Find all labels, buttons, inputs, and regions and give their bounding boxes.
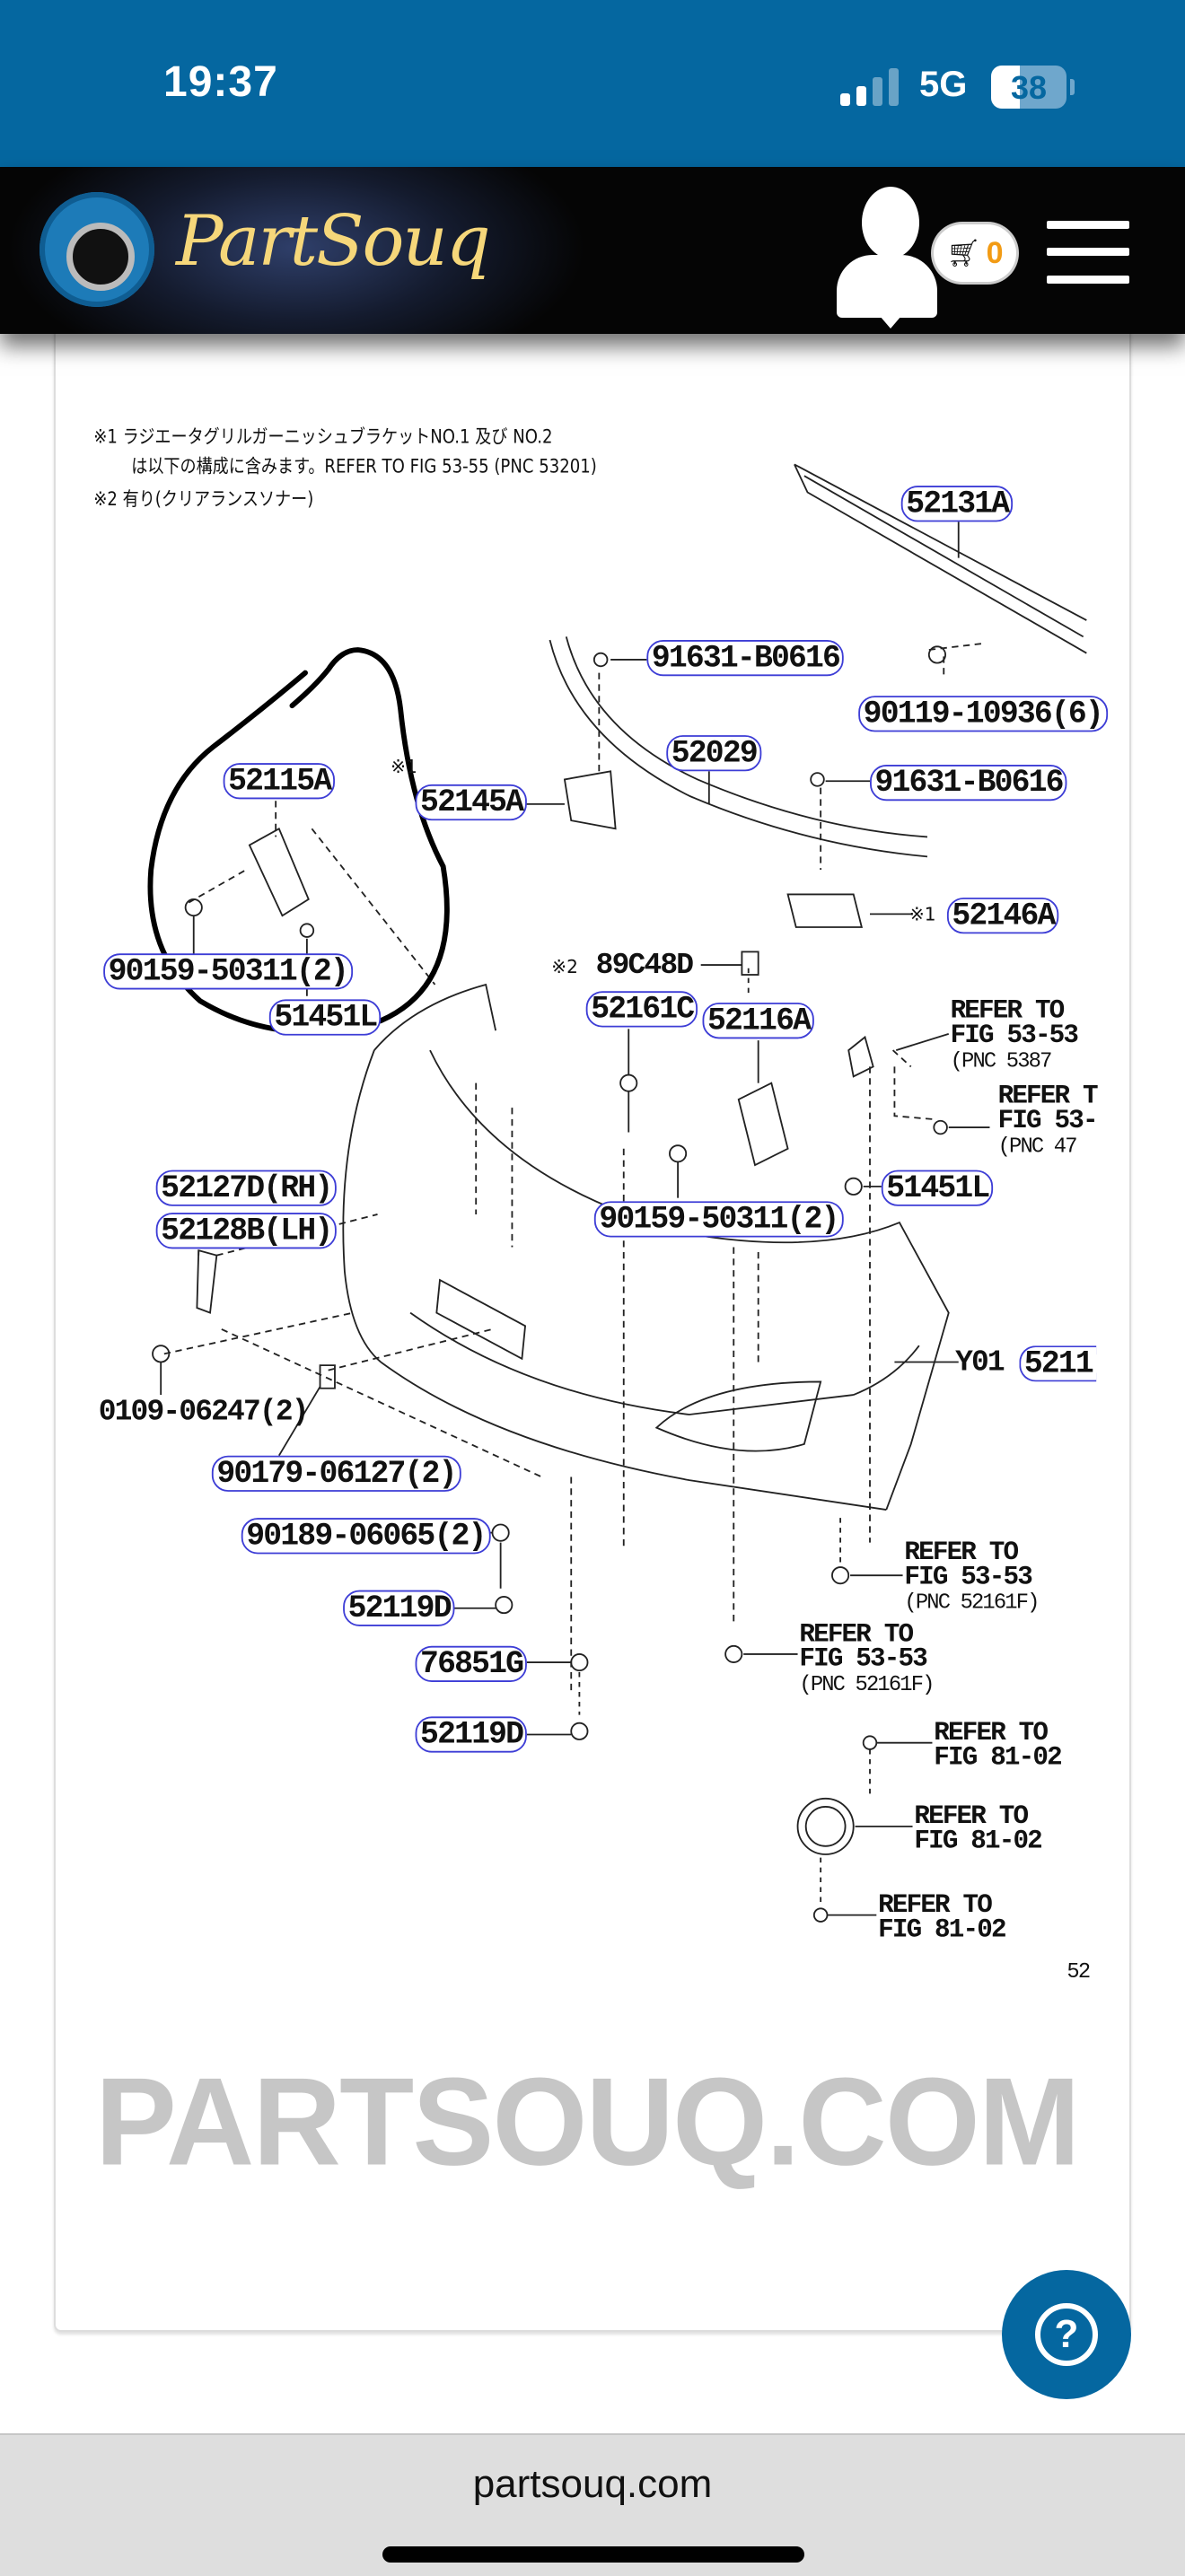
- status-bar: 19:37 5G 38: [0, 0, 1185, 167]
- callout-91631-B0616[interactable]: 91631-B0616: [646, 640, 845, 677]
- diagram-note-1-cont: は以下の構成に含みます。REFER TO FIG 53-55 (PNC 5320…: [131, 454, 597, 478]
- callout-90189-06065[interactable]: 90189-06065(2): [241, 1518, 491, 1555]
- network-type: 5G: [919, 65, 968, 104]
- callout-90159-50311[interactable]: 90159-50311(2): [593, 1201, 844, 1238]
- battery-level: 38: [1010, 69, 1048, 106]
- diagram-note-1: ※1 ラジエータグリルガーニッシュブラケットNO.1 及び NO.2: [93, 425, 553, 449]
- cart-count: 0: [986, 235, 1004, 270]
- callout-5211[interactable]: 5211: [1019, 1345, 1096, 1382]
- callout-76851G[interactable]: 76851G: [415, 1645, 528, 1683]
- part-90109-06247[interactable]: 0109-06247(2): [98, 1396, 310, 1430]
- cart-button[interactable]: 🛒︎ 0: [934, 224, 1016, 282]
- callout-52127D[interactable]: 52127D(RH): [155, 1170, 337, 1206]
- callout-52128B[interactable]: 52128B(LH): [155, 1213, 337, 1249]
- brand-name[interactable]: PartSouq: [176, 201, 491, 282]
- callout-52115A[interactable]: 52115A: [223, 763, 336, 800]
- note-mark-1: ※1: [908, 904, 936, 926]
- signal-icon: [840, 68, 900, 106]
- cart-icon: 🛒︎: [946, 238, 981, 268]
- figure-page-number: 52: [1066, 1958, 1091, 1985]
- user-icon[interactable]: [835, 187, 943, 321]
- note-mark-1: ※1: [391, 756, 417, 778]
- callout-52161C[interactable]: 52161C: [585, 991, 698, 1028]
- callout-51451L[interactable]: 51451L: [881, 1170, 994, 1206]
- callout-52119D[interactable]: 52119D: [343, 1590, 456, 1626]
- partsouq-logo[interactable]: [40, 192, 154, 307]
- question-icon: ?: [1035, 2303, 1098, 2366]
- help-button[interactable]: ?: [1002, 2270, 1131, 2399]
- hand-drawn-circle: [147, 647, 450, 1035]
- callout-52029[interactable]: 52029: [666, 735, 762, 772]
- menu-icon[interactable]: [1047, 221, 1129, 284]
- clock: 19:37: [163, 58, 278, 106]
- battery-icon: 38: [991, 66, 1066, 109]
- callout-52145A[interactable]: 52145A: [415, 784, 528, 821]
- address-bar[interactable]: partsouq.com: [472, 2462, 713, 2506]
- part-89C48D[interactable]: 89C48D: [595, 950, 694, 984]
- callout-90179-06127[interactable]: 90179-06127(2): [211, 1455, 461, 1492]
- callout-51451L[interactable]: 51451L: [268, 999, 382, 1036]
- home-indicator[interactable]: [382, 2546, 804, 2563]
- callout-52116A[interactable]: 52116A: [702, 1003, 815, 1039]
- callout-52146A[interactable]: 52146A: [946, 898, 1060, 934]
- callout-52119D[interactable]: 52119D: [415, 1716, 528, 1753]
- y01-prefix: Y01: [955, 1347, 1005, 1380]
- watermark: PARTSOUQ.COM: [95, 2053, 1080, 2193]
- browser-bottom-bar: partsouq.com: [0, 2433, 1185, 2576]
- callout-90159-50311[interactable]: 90159-50311(2): [103, 953, 353, 990]
- chevron-down-icon[interactable]: [880, 316, 901, 329]
- diagram-note-2: ※2 有り(クリアランスソナー): [93, 487, 314, 511]
- note-mark-2: ※2: [551, 956, 578, 978]
- callout-91631-B0616[interactable]: 91631-B0616: [869, 764, 1068, 802]
- callout-52131A[interactable]: 52131A: [900, 486, 1014, 522]
- callout-90119-10936[interactable]: 90119-10936(6): [858, 696, 1108, 732]
- site-header: PartSouq 🛒︎ 0: [0, 167, 1185, 334]
